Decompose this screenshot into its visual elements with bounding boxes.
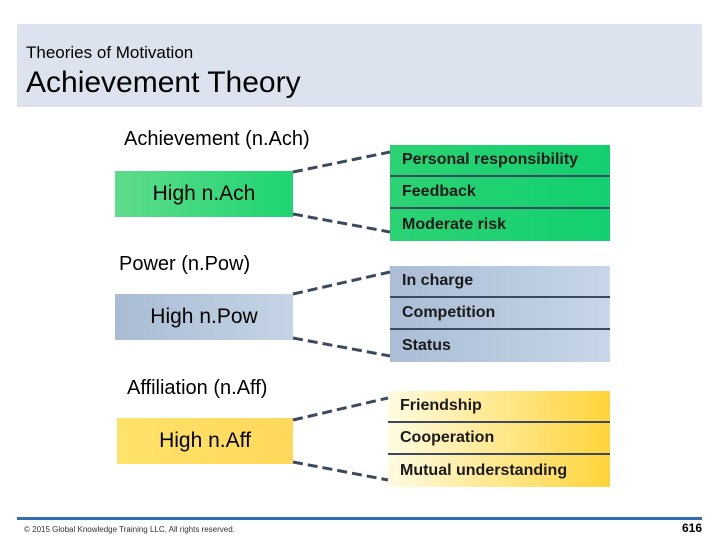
connector-line (292, 212, 391, 234)
footer-divider (17, 517, 702, 520)
connector-line (292, 396, 389, 422)
power-item: In charge (390, 266, 610, 298)
achievement-label: Achievement (n.Ach) (124, 128, 310, 150)
power-item: Status (402, 337, 451, 354)
slide-header: Theories of Motivation Achievement Theor… (17, 24, 702, 107)
affiliation-panel: Friendship Cooperation Mutual understand… (388, 391, 610, 487)
power-panel: In charge Competition Status (390, 266, 610, 362)
high-npow-box: High n.Pow (115, 294, 293, 340)
affiliation-label: Affiliation (n.Aff) (127, 377, 268, 399)
slide-subtitle: Theories of Motivation (26, 43, 194, 62)
copyright-text: © 2015 Global Knowledge Training LLC. Al… (24, 525, 235, 534)
high-naff-box: High n.Aff (117, 418, 293, 464)
page-number: 616 (681, 521, 702, 535)
achievement-item: Moderate risk (402, 216, 507, 233)
high-nach-box: High n.Ach (115, 171, 293, 217)
affiliation-item: Friendship (388, 391, 610, 423)
connector-line (292, 336, 391, 358)
connector-line (292, 270, 391, 296)
achievement-item: Feedback (390, 177, 610, 209)
achievement-item: Personal responsibility (390, 145, 610, 177)
connector-line (292, 460, 389, 482)
affiliation-item: Mutual understanding (400, 462, 568, 479)
power-item: Competition (390, 298, 610, 330)
slide-title: Achievement Theory (26, 66, 301, 99)
connector-line (292, 150, 391, 174)
achievement-panel: Personal responsibility Feedback Moderat… (390, 145, 610, 241)
affiliation-item: Cooperation (388, 423, 610, 455)
power-label: Power (n.Pow) (119, 253, 251, 275)
